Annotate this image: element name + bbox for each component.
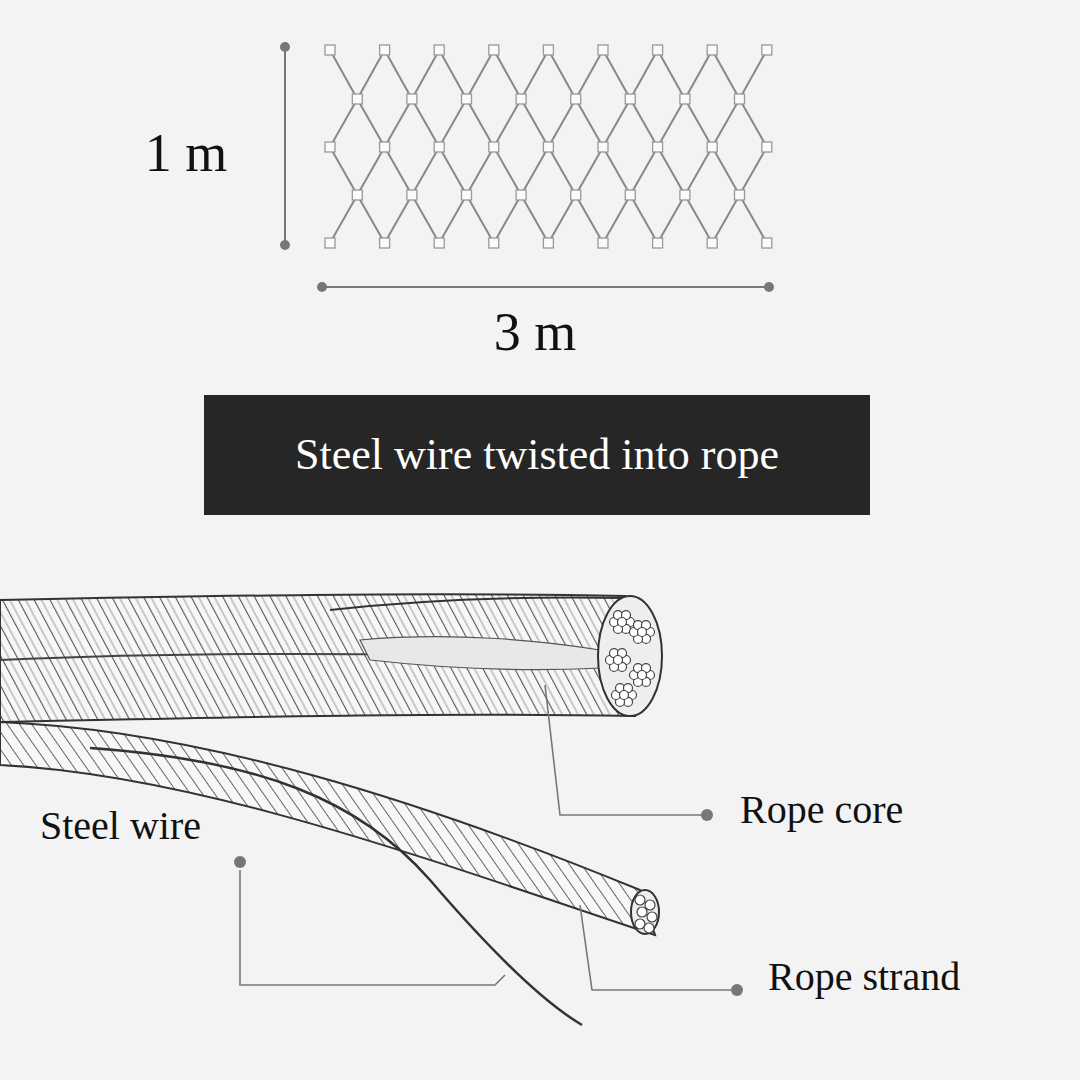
steel-wire (90, 748, 582, 1025)
leader-lines (240, 685, 735, 990)
rope-core (360, 637, 602, 670)
dimension-lines (281, 43, 773, 291)
dimension-label: 1 m (145, 126, 228, 180)
rope-end-wires (606, 611, 655, 707)
rope-body (0, 594, 635, 722)
dimension-label: 3 m (494, 305, 577, 359)
strand-wires (635, 895, 657, 933)
part-label: Rope strand (768, 957, 960, 997)
wire-mesh (325, 45, 772, 248)
strand-end (631, 890, 659, 934)
part-label: Steel wire (40, 806, 201, 846)
band-text: Steel wire twisted into rope (295, 431, 779, 479)
title-band: Steel wire twisted into rope (204, 395, 870, 515)
rope-end (598, 596, 662, 716)
part-label: Rope core (740, 790, 903, 830)
leader-dots (234, 809, 743, 996)
rope-strand (0, 722, 655, 935)
